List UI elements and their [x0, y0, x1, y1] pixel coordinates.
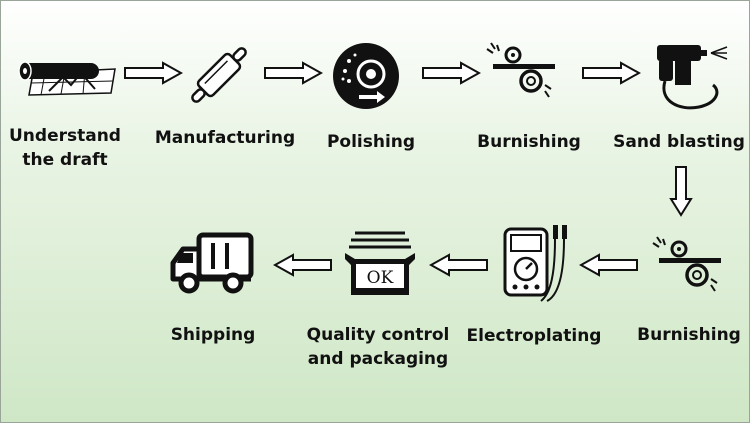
- delivery-truck-icon: [170, 232, 254, 294]
- step-label-polishing: Polishing: [326, 132, 416, 152]
- burnishing-roller-icon: [486, 42, 555, 98]
- rolling-pin-icon: [191, 47, 247, 103]
- right-arrow-icon: [582, 61, 641, 85]
- ok-box-icon: OK: [345, 231, 415, 295]
- left-arrow-icon: [579, 253, 638, 277]
- blueprint-roll-icon: [18, 61, 116, 96]
- step-label-burnishing-bottom: Burnishing: [637, 325, 741, 345]
- left-arrow-icon: [273, 253, 332, 277]
- step-label-sand-blasting: Sand blasting: [613, 132, 745, 152]
- burnishing-roller-icon: [652, 236, 721, 292]
- step-label-manufacturing: Manufacturing: [154, 128, 296, 148]
- step-label-electroplating: Electroplating: [466, 326, 602, 346]
- down-arrow-icon: [669, 166, 693, 217]
- ok-text: OK: [367, 268, 394, 288]
- right-arrow-icon: [422, 61, 481, 85]
- right-arrow-icon: [264, 61, 323, 85]
- step-label-burnishing-top: Burnishing: [477, 132, 581, 152]
- sand-blaster-gun-icon: [657, 45, 728, 110]
- step-label-understand: Understand the draft: [9, 126, 121, 170]
- polishing-wheel-icon: [333, 43, 399, 109]
- right-arrow-icon: [124, 61, 183, 85]
- left-arrow-icon: [429, 253, 488, 277]
- step-label-shipping: Shipping: [170, 325, 256, 345]
- step-label-quality-control: Quality control and packaging: [306, 325, 450, 369]
- multimeter-icon: [503, 225, 567, 302]
